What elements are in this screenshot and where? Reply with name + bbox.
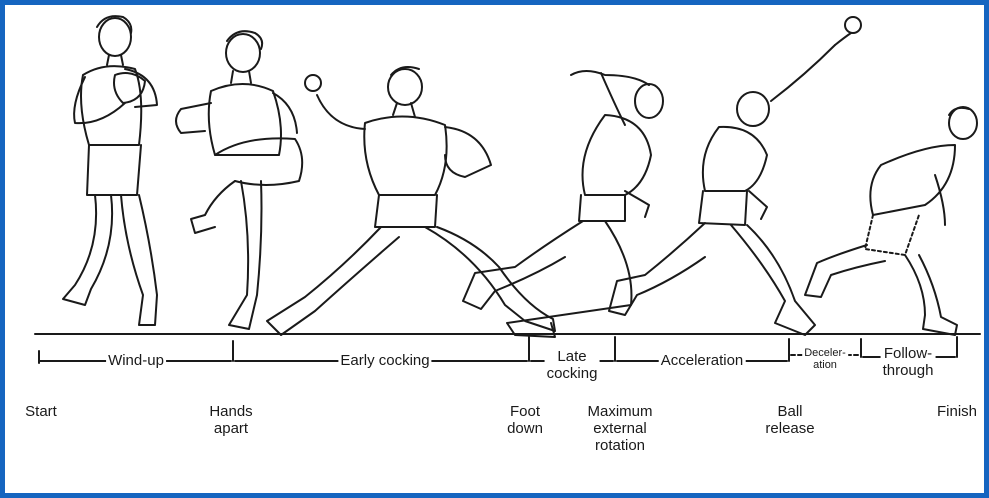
ball-release-point	[845, 17, 861, 33]
pitcher-figure-acceleration	[609, 45, 835, 335]
event-label-ball-release: Ball release	[765, 403, 814, 437]
phase-label-late-cocking: Late cocking	[545, 348, 600, 382]
event-label-finish: Finish	[937, 403, 977, 420]
phase-label-early-cocking: Early cocking	[338, 352, 431, 369]
phase-label-deceleration: Deceler- ation	[802, 347, 848, 371]
pitcher-figure-follow-through	[805, 107, 977, 335]
phase-label-wind-up: Wind-up	[106, 352, 166, 369]
event-label-max-external-rotation: Maximum external rotation	[587, 403, 652, 454]
phase-label-acceleration: Acceleration	[659, 352, 746, 369]
pitching-sequence-illustration	[5, 5, 984, 493]
event-label-hands-apart: Hands apart	[209, 403, 252, 437]
phase-label-follow-through: Follow- through	[881, 345, 936, 379]
event-label-foot-down: Foot down	[507, 403, 543, 437]
pitcher-figure-late-cocking	[463, 71, 663, 337]
pitcher-figure-early-cocking	[267, 67, 555, 335]
diagram-frame: Wind-up Early cocking Late cocking Accel…	[5, 5, 984, 493]
pitcher-figure-windup	[63, 16, 157, 325]
event-label-start: Start	[25, 403, 57, 420]
pitcher-figure-hands-apart	[176, 31, 302, 329]
